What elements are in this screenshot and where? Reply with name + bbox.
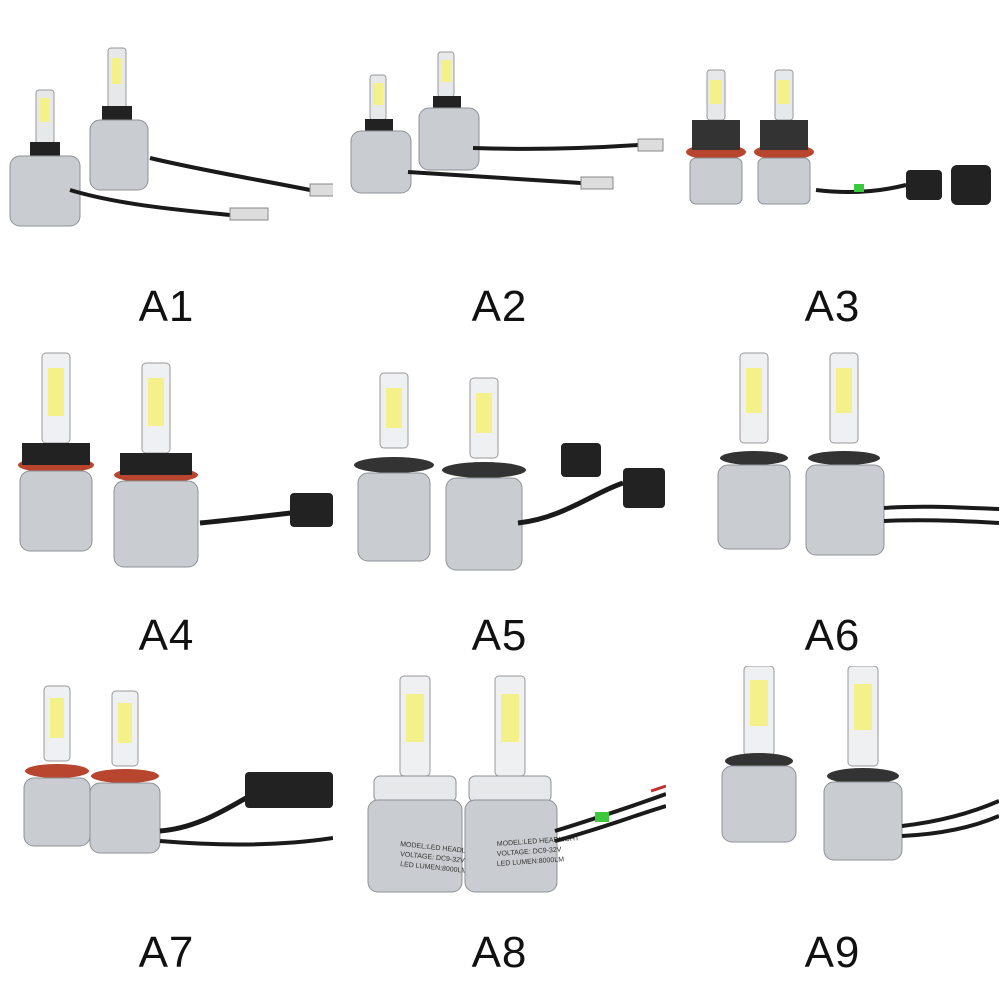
product-photo-a2: [333, 0, 666, 260]
product-photo-a8: MODEL:LED HEADLIGHT VOLTAGE: DC9-32V LED…: [333, 666, 666, 926]
product-cell-a8: MODEL:LED HEADLIGHT VOLTAGE: DC9-32V LED…: [333, 666, 666, 999]
product-cell-a4: A4: [0, 333, 333, 666]
product-label: A9: [804, 928, 861, 977]
product-label: A4: [138, 611, 195, 660]
print-line-2: VOLTAGE: DC9-32V: [497, 846, 562, 858]
bulb-left: [9, 89, 81, 227]
product-photo-a9: [666, 666, 999, 926]
product-photo-a1: [0, 0, 333, 260]
product-label: A3: [804, 282, 861, 331]
product-label: A5: [471, 611, 528, 660]
product-cell-a7: A7: [0, 666, 333, 999]
product-cell-a1: A1: [0, 0, 333, 333]
product-label: A1: [138, 282, 195, 331]
product-photo-a3: [666, 0, 999, 260]
product-cell-a6: A6: [666, 333, 999, 666]
product-photo-a7: [0, 666, 333, 926]
product-label: A7: [138, 928, 195, 977]
product-cell-a2: A2: [333, 0, 666, 333]
product-photo-a4: [0, 333, 333, 593]
product-cell-a5: A5: [333, 333, 666, 666]
product-label: A2: [471, 282, 528, 331]
print-line-3: LED LUMEN:8000LM: [497, 856, 565, 868]
product-cell-a3: A3: [666, 0, 999, 333]
product-label: A8: [471, 928, 528, 977]
bulb-right: [89, 47, 149, 191]
product-photo-a5: [333, 333, 666, 593]
product-cell-a9: A9: [666, 666, 999, 999]
product-label: A6: [804, 611, 861, 660]
product-photo-a6: [666, 333, 999, 593]
